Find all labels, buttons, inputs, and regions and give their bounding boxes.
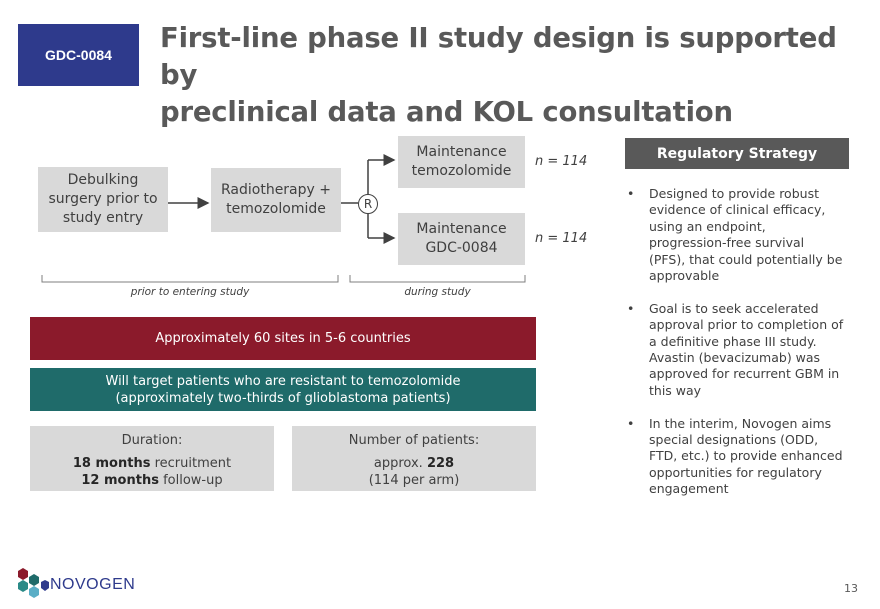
step-surgery-line: surgery prior to [48,191,158,207]
step-surgery-line: Debulking [67,172,139,188]
arm1-line: Maintenance [416,144,507,160]
step-surgery-box: Debulking surgery prior to study entry [38,167,168,232]
patients-heading: Number of patients: [348,433,480,448]
step-radio-line: temozolomide [226,201,326,217]
patients-box: Number of patients: approx. 228 (114 per… [292,426,536,491]
page-number: 13 [844,582,858,595]
patients-approx: approx. 228 [373,456,455,471]
bracket-before [41,275,339,283]
regulatory-heading: Regulatory Strategy [625,138,849,169]
step-radio-line: Radiotherapy + [220,182,331,198]
bracket-during [349,275,526,283]
slide-title: First-line phase II study design is supp… [160,20,870,131]
duration-follow: 12 months follow-up [81,473,223,488]
sites-band: Approximately 60 sites in 5-6 countries [30,317,536,360]
arm-gdc0084-box: Maintenance GDC-0084 [398,213,525,265]
arm2-line: GDC-0084 [425,240,498,256]
phase-during-label: during study [404,286,471,298]
step-radiotherapy-box: Radiotherapy + temozolomide [211,168,341,232]
arm1-n-label: n = 114 [535,154,588,169]
company-logo-text: NOVOGEN [50,576,136,593]
target-line-2: (approximately two-thirds of glioblastom… [115,390,451,406]
duration-recruit: 18 months recruitment [72,456,232,471]
product-tag: GDC-0084 [18,24,139,86]
arm1-line: temozolomide [411,163,512,179]
arm2-line: Maintenance [416,221,507,237]
sites-text: Approximately 60 sites in 5-6 countries [155,331,411,346]
duration-heading: Duration: [121,433,183,448]
arm2-n-label: n = 114 [535,231,588,246]
title-line-1: First-line phase II study design is supp… [160,22,837,91]
step-surgery-line: study entry [62,210,144,226]
patients-per-arm: (114 per arm) [368,473,460,488]
randomization-node: R [358,194,378,214]
target-line-1: Will target patients who are resistant t… [105,373,461,389]
title-line-2: preclinical data and KOL consultation [160,96,733,128]
arm-temozolomide-box: Maintenance temozolomide [398,136,525,188]
phase-before-label: prior to entering study [130,286,250,298]
hexagon-cluster-icon [18,568,49,598]
duration-box: Duration: 18 months recruitment 12 month… [30,426,274,491]
target-band: Will target patients who are resistant t… [30,368,536,411]
